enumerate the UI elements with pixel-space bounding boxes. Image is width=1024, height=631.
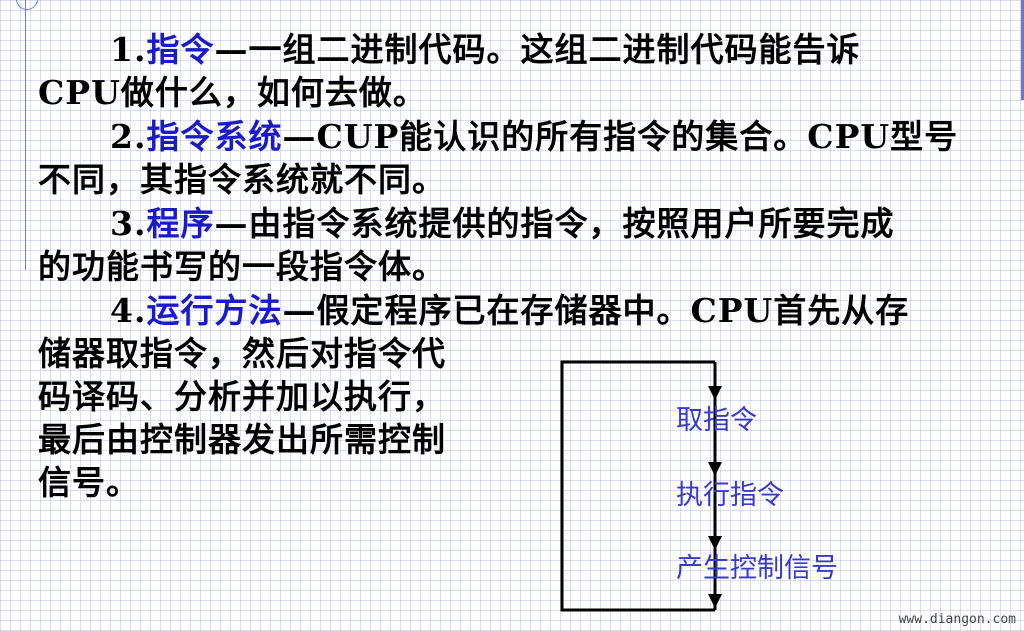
definition-text-cont: CPU做什么，如何去做。	[38, 73, 427, 112]
paragraph-number: 4.	[110, 291, 147, 330]
term-run-method: 运行方法	[146, 291, 283, 330]
paragraph-number: 1.	[110, 30, 147, 69]
right-edge-bar	[1021, 0, 1024, 100]
definition-text-cont: 的功能书写的一段指令体。	[38, 247, 446, 286]
paragraph-run-method: 4.运行方法—假定程序已在存储器中。CPU首先从存 储器取指令，然后对指令代码译…	[38, 289, 909, 504]
definition-text: —一组二进制代码。这组二进制代码能告诉	[214, 30, 861, 69]
flow-step-control-signal: 产生控制信号	[676, 553, 838, 584]
paragraph-program: 3.程序—由指令系统提供的指令，按照用户所要完成 的功能书写的一段指令体。	[38, 202, 894, 288]
margin-rule	[25, 0, 26, 270]
arrow-head-1	[708, 386, 722, 400]
arrow-head-3	[708, 536, 722, 550]
definition-text-cont: 储器取指令，然后对指令代码译码、分析并加以执行，最后由控制器发出所需控制信号。	[38, 334, 446, 502]
paragraph-number: 2.	[110, 117, 147, 156]
watermark: www.diangon.com	[898, 612, 1016, 627]
definition-text: —由指令系统提供的指令，按照用户所要完成	[214, 204, 895, 243]
term-program: 程序	[146, 204, 215, 243]
definition-text: —CUP能认识的所有指令的集合。CPU型号	[282, 117, 959, 156]
paragraph-instruction-set: 2.指令系统—CUP能认识的所有指令的集合。CPU型号 不同，其指令系统就不同。	[38, 115, 958, 201]
definition-text: —假定程序已在存储器中。CPU首先从存	[282, 291, 910, 330]
arrow-head-4	[708, 594, 722, 608]
term-instruction: 指令	[146, 30, 215, 69]
arrow-head-2	[708, 462, 722, 476]
paragraph-number: 3.	[110, 204, 147, 243]
loop-line	[560, 360, 715, 612]
paragraph-instruction: 1.指令—一组二进制代码。这组二进制代码能告诉 CPU做什么，如何去做。	[38, 28, 860, 114]
definition-text-cont: 不同，其指令系统就不同。	[38, 160, 446, 199]
flow-step-fetch: 取指令	[676, 405, 757, 436]
term-instruction-set: 指令系统	[146, 117, 283, 156]
flow-step-execute: 执行指令	[676, 480, 784, 511]
